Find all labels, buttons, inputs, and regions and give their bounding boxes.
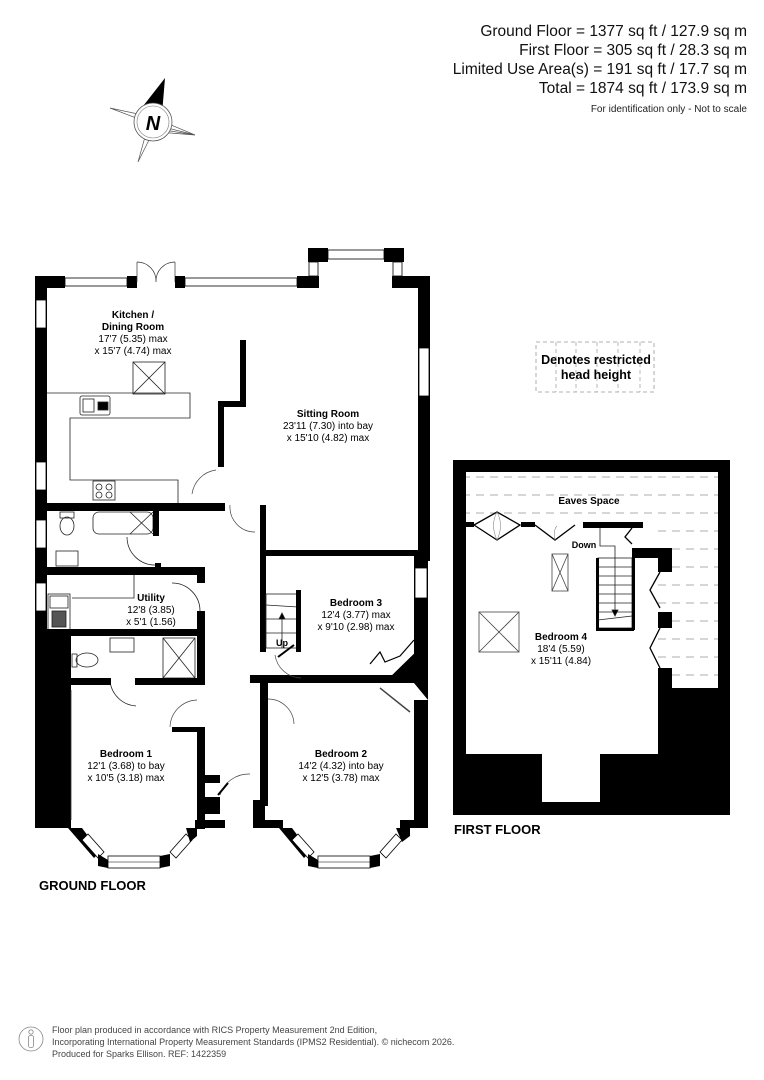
first-floor-title: FIRST FLOOR: [454, 822, 541, 837]
footer-line-1: Floor plan produced in accordance with R…: [52, 1025, 378, 1035]
ground-floor-plan: Up: [35, 248, 430, 869]
svg-text:x 5'1 (1.56): x 5'1 (1.56): [126, 617, 176, 628]
scale-disclaimer: For identification only - Not to scale: [590, 104, 747, 115]
svg-text:Utility: Utility: [137, 593, 165, 604]
room-bedroom-4: Bedroom 4 18'4 (5.59) x 15'11 (4.84): [531, 632, 591, 667]
room-kitchen-dining: Kitchen / Dining Room 17'7 (5.35) max x …: [95, 310, 172, 357]
svg-text:Kitchen /: Kitchen /: [112, 310, 154, 321]
first-floor-plan: [453, 460, 730, 815]
room-utility: Utility 12'8 (3.85) x 5'1 (1.56): [126, 593, 176, 628]
footer-text: Floor plan produced in accordance with R…: [52, 1024, 454, 1060]
svg-text:Sitting Room: Sitting Room: [297, 409, 359, 420]
svg-text:Bedroom 1: Bedroom 1: [100, 749, 153, 760]
ground-floor-title: GROUND FLOOR: [39, 878, 146, 893]
limited-use-area: Limited Use Area(s) = 191 sq ft / 17.7 s…: [452, 61, 747, 78]
svg-text:Bedroom 3: Bedroom 3: [330, 598, 383, 609]
ground-floor-labels: Kitchen / Dining Room 17'7 (5.35) max x …: [87, 310, 394, 784]
area-summary: Ground Floor = 1377 sq ft / 127.9 sq m F…: [453, 22, 747, 117]
svg-text:x 12'5 (3.78) max: x 12'5 (3.78) max: [303, 773, 380, 784]
svg-text:Dining Room: Dining Room: [102, 322, 164, 333]
svg-text:14'2 (4.32) into bay: 14'2 (4.32) into bay: [298, 761, 383, 772]
ground-floor-area: Ground Floor = 1377 sq ft / 127.9 sq m: [480, 23, 747, 40]
person-info-icon: [18, 1026, 44, 1052]
room-bedroom-1: Bedroom 1 12'1 (3.68) to bay x 10'5 (3.1…: [87, 749, 165, 784]
svg-text:x 15'10 (4.82) max: x 15'10 (4.82) max: [287, 433, 370, 444]
svg-text:Bedroom 4: Bedroom 4: [535, 632, 588, 643]
footer-line-3: Produced for Sparks Ellison. REF: 142235…: [52, 1049, 227, 1059]
svg-text:x 15'7 (4.74) max: x 15'7 (4.74) max: [95, 346, 172, 357]
kitchen-units: [47, 361, 191, 503]
svg-text:23'11 (7.30) into bay: 23'11 (7.30) into bay: [283, 421, 373, 432]
svg-text:x 9'10 (2.98) max: x 9'10 (2.98) max: [318, 622, 395, 633]
stairs-down-label: Down: [572, 540, 597, 550]
bathroom-fixtures: [55, 511, 156, 567]
svg-text:18'4 (5.59): 18'4 (5.59): [537, 644, 585, 655]
eaves-cupboard-doors: [473, 511, 633, 545]
svg-text:x 10'5 (3.18) max: x 10'5 (3.18) max: [88, 773, 165, 784]
skylights: [478, 553, 569, 653]
side-eaves-doors: [649, 571, 661, 669]
svg-text:12'8 (3.85): 12'8 (3.85): [127, 605, 175, 616]
stairs-up-label: Up: [276, 638, 288, 648]
svg-text:12'4 (3.77) max: 12'4 (3.77) max: [321, 610, 390, 621]
svg-text:Bedroom 2: Bedroom 2: [315, 749, 368, 760]
eaves-space-label: Eaves Space: [558, 496, 620, 507]
svg-text:17'7 (5.35) max: 17'7 (5.35) max: [98, 334, 167, 345]
legend-line-1: Denotes restricted: [541, 353, 651, 367]
north-compass-icon: N: [109, 78, 196, 163]
room-bedroom-2: Bedroom 2 14'2 (4.32) into bay x 12'5 (3…: [298, 749, 383, 784]
restricted-head-height-legend: Denotes restricted head height: [535, 341, 655, 393]
footer: Floor plan produced in accordance with R…: [18, 1024, 454, 1060]
first-floor-area: First Floor = 305 sq ft / 28.3 sq m: [519, 42, 747, 59]
total-area: Total = 1874 sq ft / 173.9 sq m: [538, 80, 747, 97]
utility-fixtures: [47, 575, 201, 631]
legend-line-2: head height: [561, 368, 632, 382]
footer-line-2: Incorporating International Property Mea…: [52, 1037, 455, 1047]
room-sitting-room: Sitting Room 23'11 (7.30) into bay x 15'…: [283, 409, 373, 444]
compass-north-letter: N: [146, 113, 161, 135]
first-floor-labels: Eaves Space Down Bedroom 4 18'4 (5.59) x…: [531, 496, 620, 667]
svg-text:x 15'11 (4.84): x 15'11 (4.84): [531, 656, 591, 667]
shower-room-fixtures: [71, 637, 196, 707]
room-bedroom-3: Bedroom 3 12'4 (3.77) max x 9'10 (2.98) …: [318, 598, 395, 633]
svg-text:12'1 (3.68) to bay: 12'1 (3.68) to bay: [87, 761, 165, 772]
